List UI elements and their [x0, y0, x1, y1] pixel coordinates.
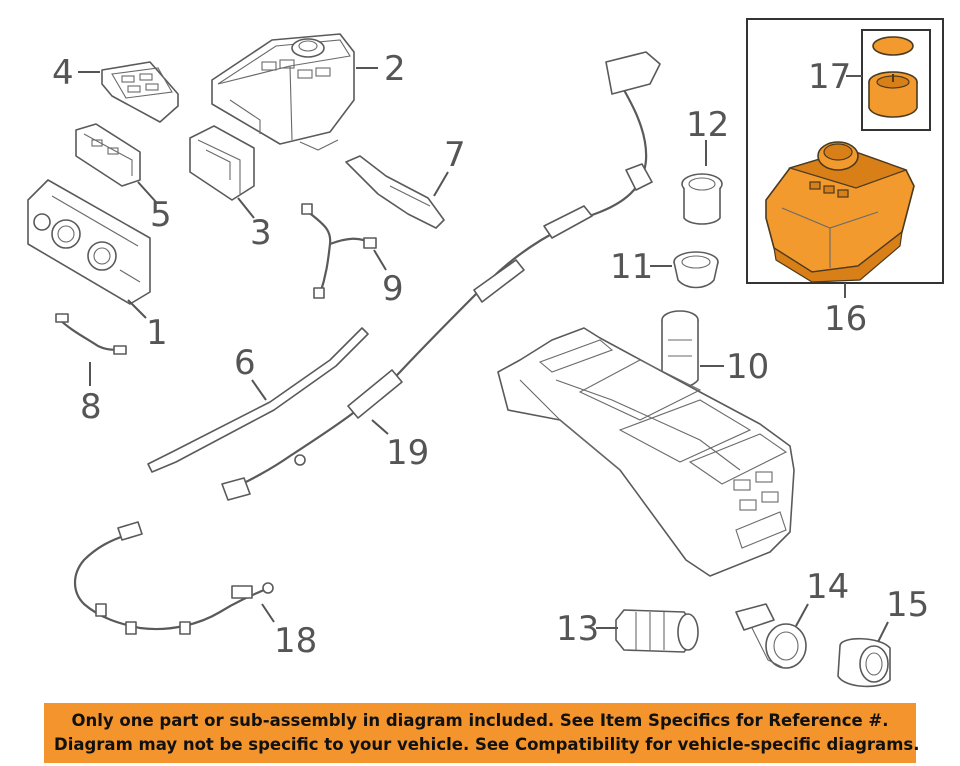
disclaimer-line-2: Diagram may not be specific to your vehi… [54, 735, 920, 754]
callout-18: 18 [274, 621, 317, 661]
leader-15 [877, 621, 889, 643]
part-2-switch-module [211, 33, 355, 151]
part-16-gear-selector [765, 141, 915, 283]
part-17-knob [868, 36, 918, 118]
callout-17: 17 [808, 57, 851, 97]
leader-6 [251, 379, 267, 401]
part-3-housing [189, 125, 255, 201]
part-6-trim-strip [147, 327, 369, 473]
leader-3 [237, 197, 255, 219]
callout-15: 15 [886, 585, 929, 625]
disclaimer-banner: Only one part or sub-assembly in diagram… [44, 703, 920, 763]
part-1-climate-panel [27, 179, 151, 305]
part-11-ring [673, 251, 719, 289]
callout-8: 8 [80, 387, 102, 427]
part-8-harness [55, 313, 127, 355]
callout-19: 19 [386, 433, 429, 473]
leader-14 [795, 603, 809, 627]
part-18-sensor-harness [73, 521, 274, 635]
callout-7: 7 [444, 135, 466, 175]
part-4-switch-panel [101, 61, 179, 123]
leader-5 [137, 181, 157, 203]
callout-10: 10 [726, 347, 769, 387]
part-14-usb-socket [735, 603, 807, 669]
leader-9 [373, 249, 387, 271]
callout-9: 9 [382, 269, 404, 309]
callout-14: 14 [806, 567, 849, 607]
leader-18 [261, 603, 275, 623]
part-12-bezel [681, 173, 723, 225]
leader-1 [127, 299, 147, 319]
part-7-bracket [345, 155, 445, 229]
part-19-shift-cable [221, 51, 661, 501]
part-17-box [861, 29, 931, 131]
callout-13: 13 [556, 609, 599, 649]
part-13-socket [615, 609, 699, 653]
center-console [497, 327, 795, 577]
callout-6: 6 [234, 343, 256, 383]
part-9-harness [301, 203, 377, 299]
callout-4: 4 [52, 53, 74, 93]
callout-2: 2 [384, 49, 406, 89]
part-15-cap [837, 637, 891, 688]
leader-7 [433, 171, 449, 197]
callout-5: 5 [150, 195, 172, 235]
callout-1: 1 [146, 313, 168, 353]
callout-12: 12 [686, 105, 729, 145]
disclaimer-line-1: Only one part or sub-assembly in diagram… [71, 711, 889, 730]
leader-19 [371, 419, 389, 435]
callout-3: 3 [250, 213, 272, 253]
part-5-bracket [75, 123, 141, 187]
callout-16: 16 [824, 299, 867, 339]
callout-11: 11 [610, 247, 653, 287]
